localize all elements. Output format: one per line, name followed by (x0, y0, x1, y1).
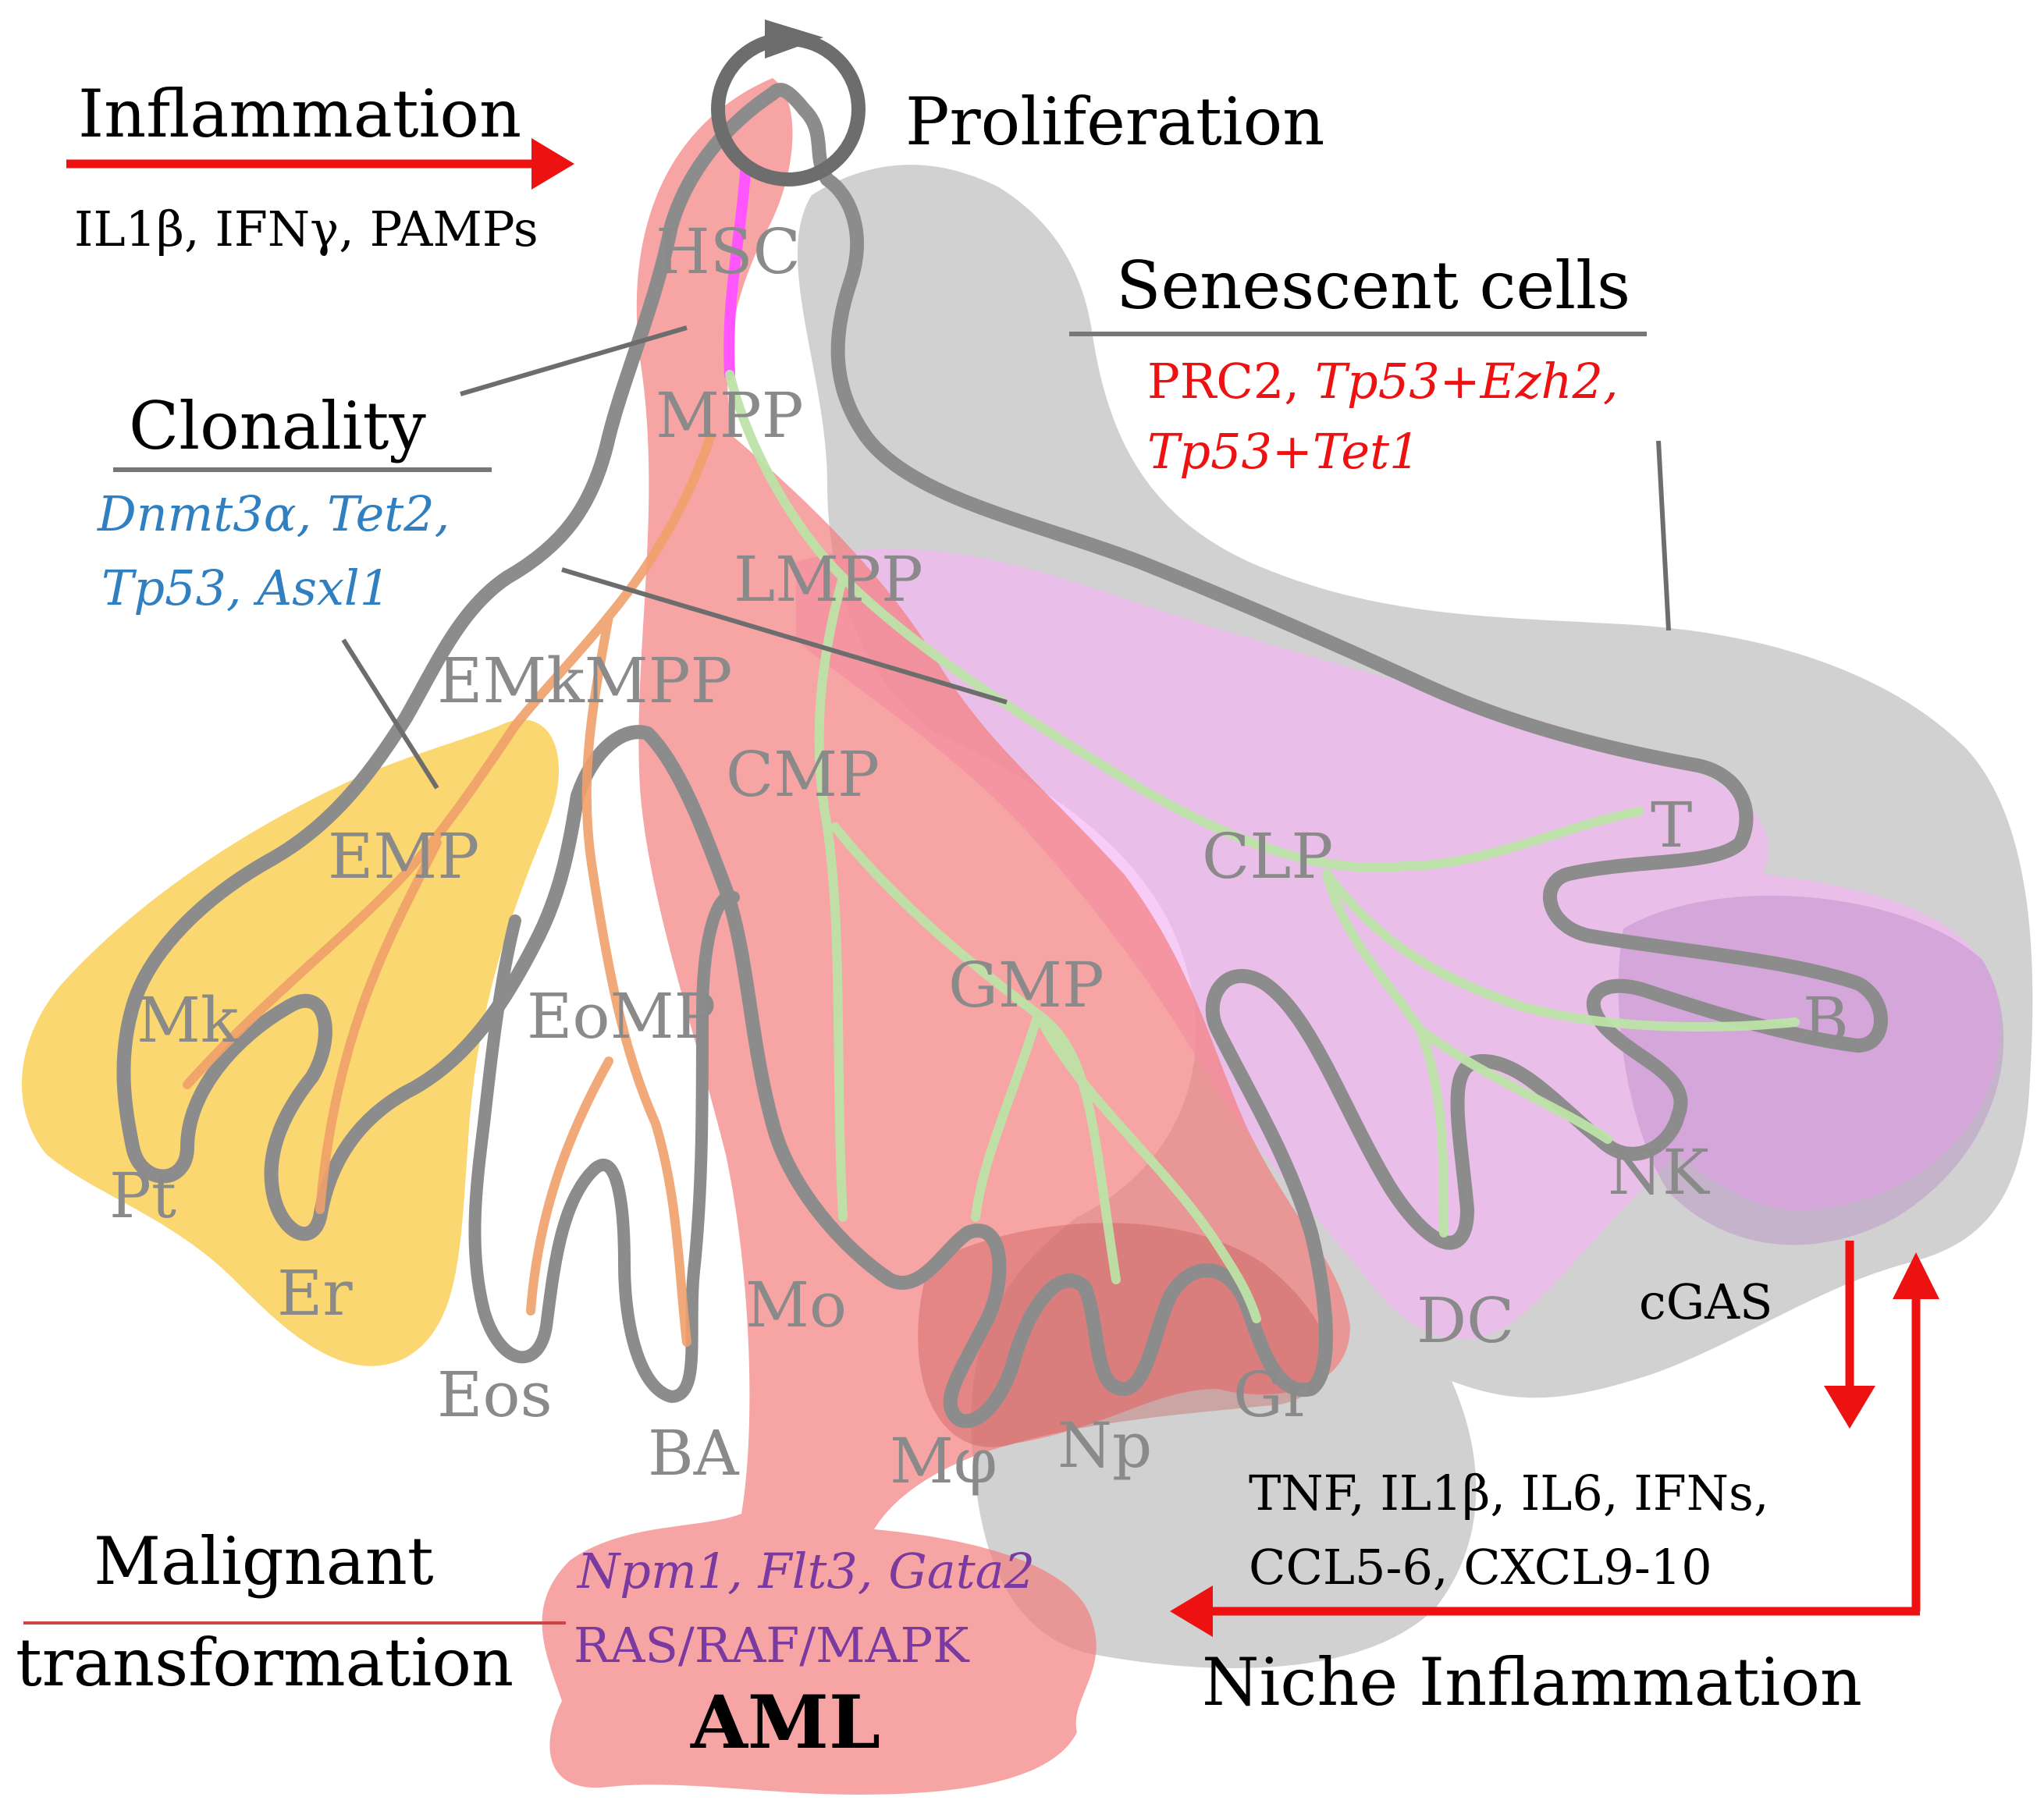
cell-emkmpp: EMkMPP (437, 645, 732, 717)
cell-gmp: GMP (948, 949, 1104, 1021)
cgas-label: cGAS (1639, 1273, 1773, 1330)
clonality-cross-line-b (561, 567, 1008, 705)
lymphoid-niche-overlap (1618, 895, 2004, 1245)
clonality-cross-line-a (341, 638, 439, 790)
cell-mk: Mk (137, 984, 240, 1056)
niche-inflammation-title: Niche Inflammation (1202, 1644, 1862, 1720)
senescent-title: Senescent cells (1116, 247, 1630, 324)
clonality-genes-line1: Dnmt3α, Tet2, (97, 485, 450, 542)
cell-eomp: EoMP (527, 980, 716, 1053)
hsc-path (723, 166, 751, 380)
cell-dc: DC (1417, 1284, 1514, 1357)
cell-ba: BA (648, 1417, 740, 1490)
senescent-genes-line1: PRC2, Tp53+Ezh2, (1147, 353, 1619, 410)
senescent-pointer-line (1656, 440, 1671, 631)
cell-mpp: MPP (656, 379, 804, 452)
senescent-gene-prc2: PRC2, (1147, 353, 1315, 410)
malignant-title-line2: transformation (16, 1625, 514, 1701)
cell-t: T (1651, 789, 1692, 861)
clonality-title: Clonality (129, 388, 426, 464)
malignant-genes: Npm1, Flt3, Gata2 (576, 1543, 1035, 1600)
senescent-gene-tp53-ezh2: Tp53+Ezh2, (1315, 353, 1619, 410)
proliferation-arrowhead-icon (765, 20, 823, 59)
proliferation-label: Proliferation (905, 83, 1324, 160)
cell-pt: Pt (109, 1159, 176, 1232)
inflammation-factors: IL1β, IFNγ, PAMPs (74, 201, 539, 257)
aml-label: AML (690, 1680, 880, 1766)
cell-eos: Eos (437, 1358, 553, 1431)
senescent-genes-line2: Tp53+Tet1 (1147, 423, 1420, 480)
cell-hsc: HSC (656, 215, 801, 288)
erythroid-path (183, 432, 715, 1347)
cell-gr: Gr (1233, 1358, 1313, 1431)
cell-mphi: Mφ (890, 1425, 997, 1497)
lymphoid-path (725, 370, 1800, 1323)
cell-nk: NK (1608, 1136, 1710, 1209)
cell-lmpp: LMPP (734, 543, 923, 616)
cell-cmp: CMP (726, 738, 880, 811)
cell-b: B (1803, 984, 1849, 1056)
erythroid-region (21, 719, 560, 1366)
inflammation-title: Inflammation (78, 76, 521, 152)
malignant-title-line1: Malignant (94, 1523, 434, 1600)
cell-mo: Mo (745, 1269, 847, 1341)
clonality-genes-line2: Tp53, Asxl1 (101, 559, 390, 616)
niche-cytokines-line1: TNF, IL1β, IL6, IFNs, (1249, 1465, 1769, 1522)
cell-clp: CLP (1202, 820, 1333, 893)
cell-er: Er (277, 1257, 353, 1330)
lineage-tree-outline (116, 83, 1888, 1429)
clonality-pointer-line (460, 325, 688, 396)
cell-np: Np (1058, 1409, 1152, 1482)
eomp-outline (468, 890, 740, 1403)
cell-emp: EMP (328, 820, 479, 893)
niche-cytokines-line2: CCL5-6, CXCL9-10 (1249, 1539, 1712, 1596)
niche-feedback-arrowhead-icon (1893, 1252, 1939, 1299)
malignant-pathway: RAS/RAF/MAPK (574, 1617, 970, 1674)
